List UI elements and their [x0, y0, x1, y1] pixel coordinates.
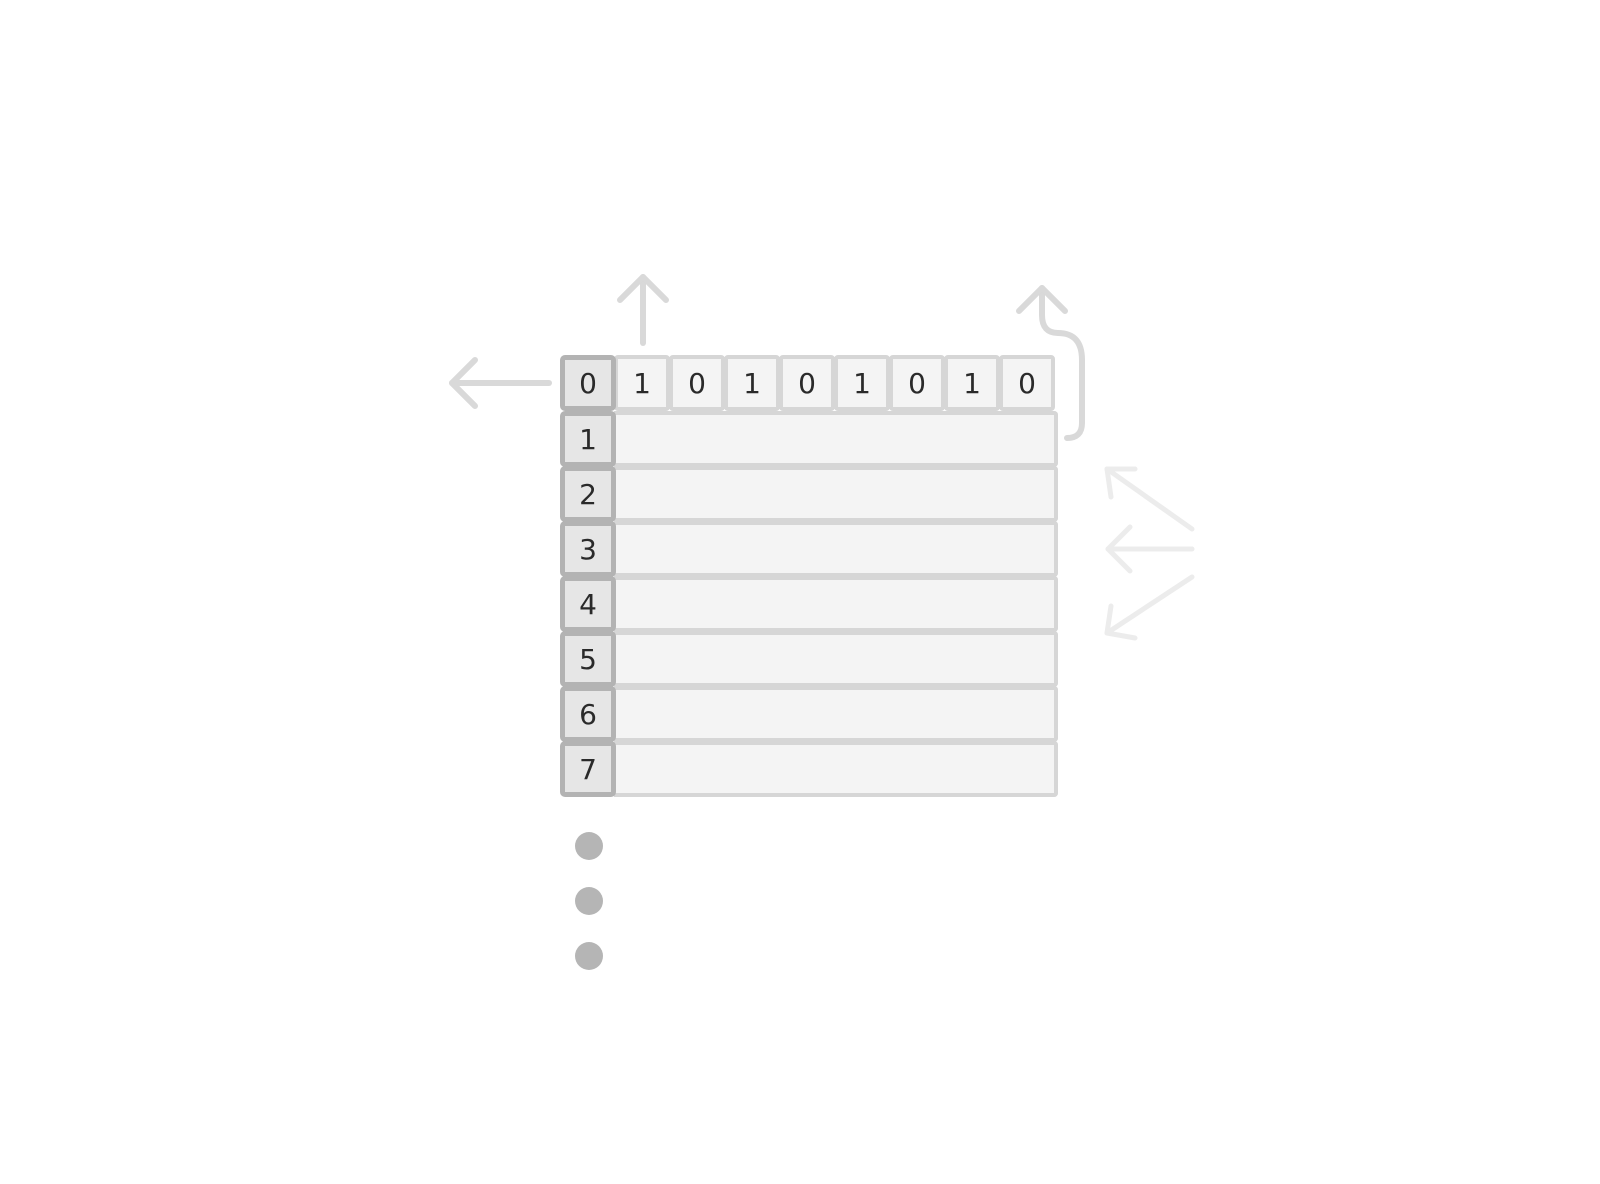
table-row	[614, 411, 1058, 467]
index-cell: 0	[560, 355, 616, 411]
index-cell: 3	[560, 521, 616, 577]
dot	[575, 887, 603, 915]
table-row	[614, 521, 1058, 577]
header-bit-cell: 0	[889, 355, 945, 411]
index-cell: 2	[560, 466, 616, 522]
index-cell: 7	[560, 741, 616, 797]
table-row	[614, 576, 1058, 632]
header-bit-cell: 1	[724, 355, 780, 411]
header-bit-cell: 0	[779, 355, 835, 411]
table-row	[614, 631, 1058, 687]
table-row	[614, 686, 1058, 742]
index-cell: 5	[560, 631, 616, 687]
dot	[575, 832, 603, 860]
fan-arrows-icon	[1104, 466, 1195, 641]
header-bit-cell: 1	[834, 355, 890, 411]
dot	[575, 942, 603, 970]
header-bit-cell: 0	[999, 355, 1055, 411]
header-bit-cell: 1	[944, 355, 1000, 411]
arrow-up-icon	[617, 274, 669, 346]
arrow-left-icon	[449, 357, 552, 409]
wrap-around-arrow-icon	[1016, 285, 1085, 441]
index-cell: 4	[560, 576, 616, 632]
index-cell: 6	[560, 686, 616, 742]
table-row	[614, 466, 1058, 522]
table-row	[614, 741, 1058, 797]
header-bit-cell: 1	[614, 355, 670, 411]
header-bit-cell: 0	[669, 355, 725, 411]
index-cell: 1	[560, 411, 616, 467]
